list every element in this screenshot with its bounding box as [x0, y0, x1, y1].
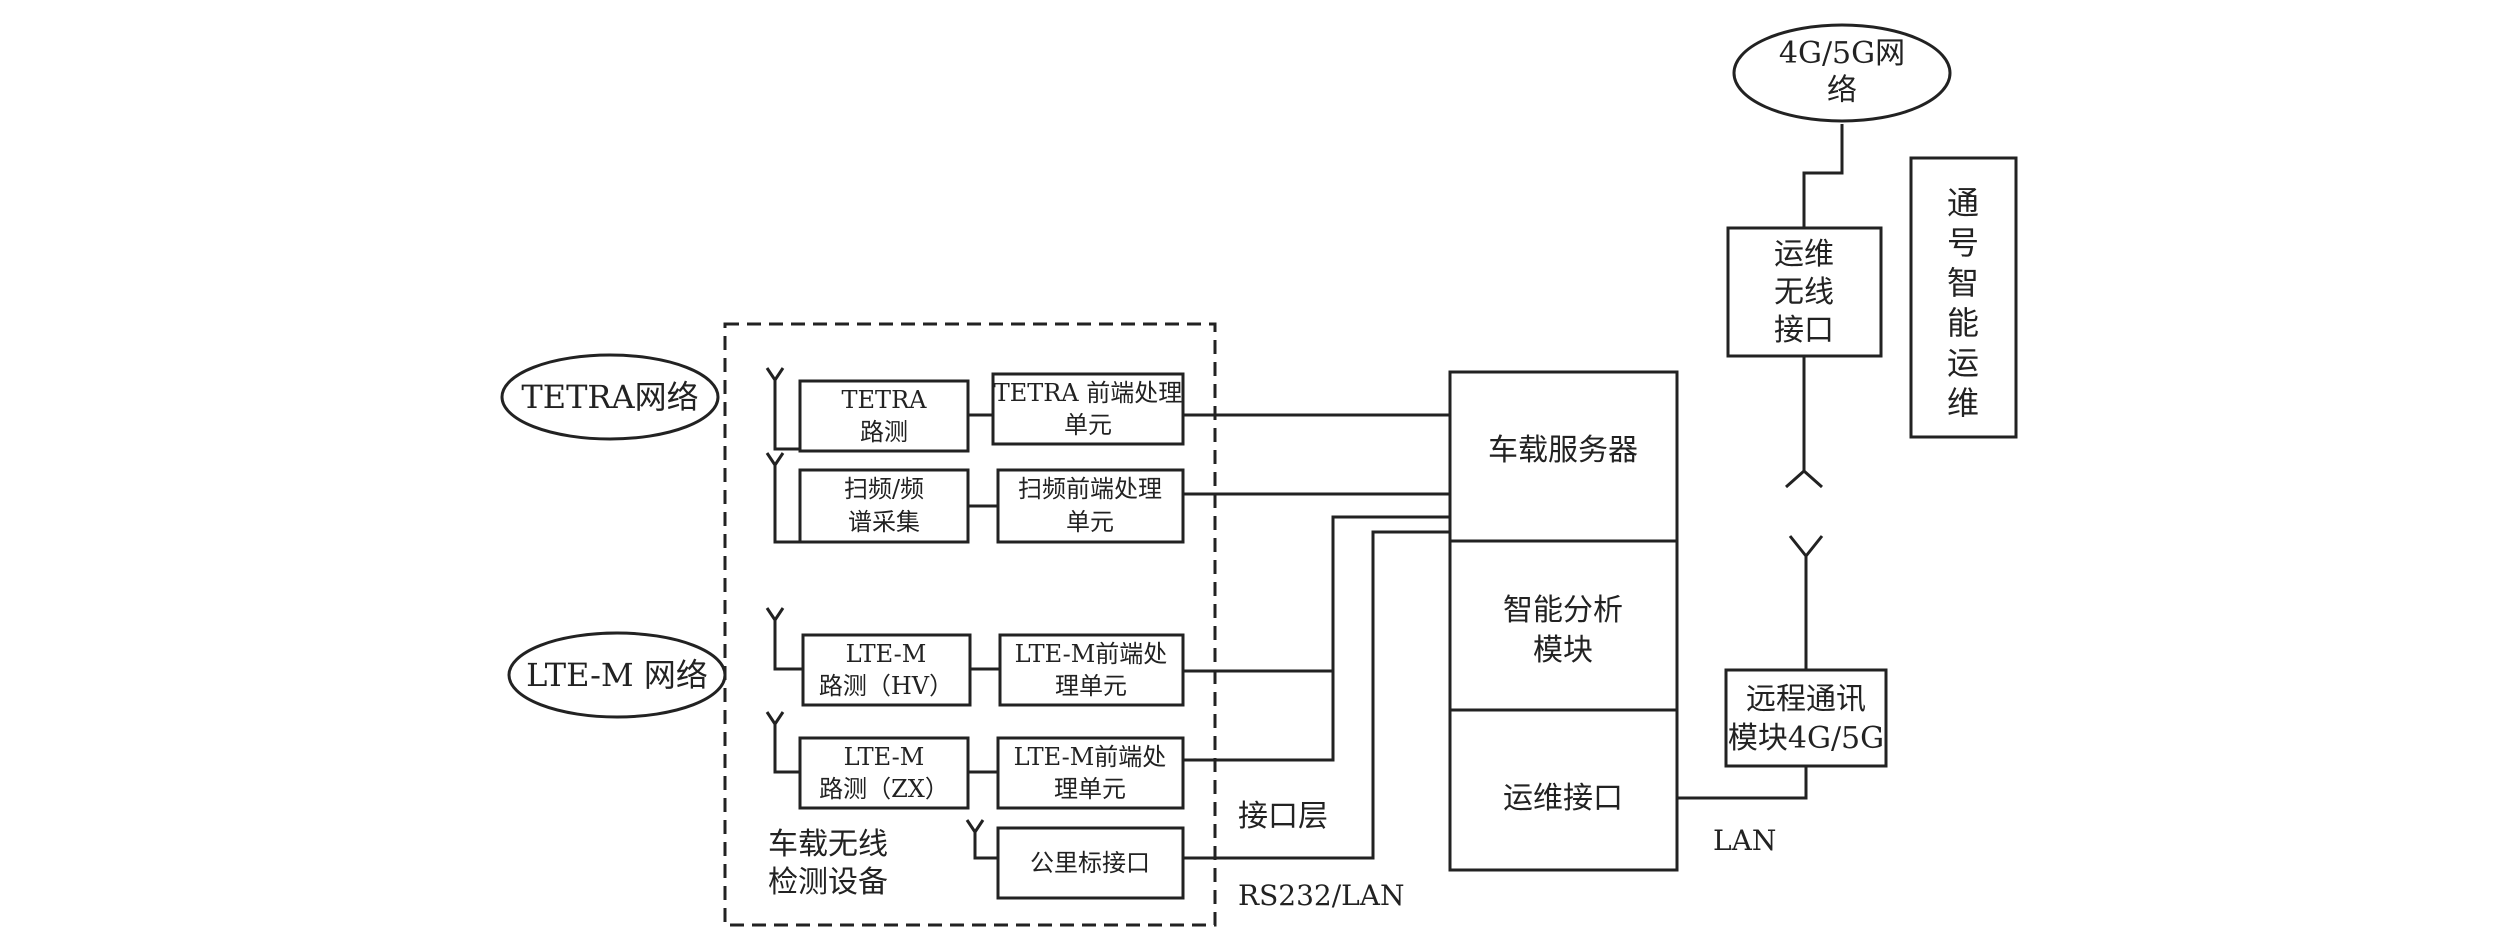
rs232-lan-label: RS232/LAN [1238, 879, 1404, 912]
module-ltem-hv-line1: LTE-M [846, 640, 927, 668]
signal-om-char-5: 运 [1947, 344, 1979, 382]
module-ltem-zx-line1: LTE-M [844, 743, 925, 771]
module-tetra-frontend: TETRA 前端处理 单元 [991, 372, 1185, 446]
module-ltem-hv-frontend-line2: 理单元 [1055, 672, 1127, 700]
module-ltem-hv-frontend: LTE-M前端处 理单元 [998, 633, 1185, 707]
device-boundary [723, 322, 1217, 927]
module-ltem-zx: LTE-M 路测（ZX） [798, 736, 970, 810]
network-ltem: LTE-M 网络 [507, 631, 727, 719]
om-wireless-line2: 无线 [1774, 275, 1834, 310]
vehicle-server-stack: 车载服务器 智能分析 模块 运维接口 [1448, 370, 1679, 872]
module-milestone-label: 公里标接口 [1030, 849, 1150, 877]
remote-comm-module: 远程通讯 模块4G/5G [1724, 668, 1888, 768]
device-label-line2: 检测设备 [768, 865, 888, 900]
network-ltem-label: LTE-M 网络 [526, 656, 708, 694]
lan-label: LAN [1713, 824, 1776, 857]
signal-om-char-1: 通 [1947, 184, 1979, 222]
module-scan-line1: 扫频/频 [844, 475, 924, 503]
module-ltem-zx-frontend-line2: 理单元 [1054, 775, 1126, 803]
module-tetra-frontend-line2: 单元 [1064, 411, 1112, 439]
module-scan-line2: 谱采集 [848, 508, 920, 536]
signal-om-char-2: 号 [1947, 224, 1979, 262]
module-milestone-interface: 公里标接口 [996, 826, 1185, 900]
analysis-module-line1: 智能分析 [1503, 593, 1623, 628]
network-tetra-label: TETRA网络 [521, 378, 698, 416]
om-interface-label: 运维接口 [1503, 781, 1623, 816]
module-ltem-hv-line2: 路测（HV） [819, 672, 953, 700]
signal-om-char-4: 能 [1947, 304, 1979, 342]
device-label-line1: 车载无线 [768, 827, 888, 862]
network-4g5g-label-line2: 络 [1827, 73, 1857, 108]
om-wireless-line1: 运维 [1774, 237, 1834, 272]
remote-comm-line1: 远程通讯 [1746, 682, 1866, 717]
analysis-module-line2: 模块 [1533, 633, 1593, 668]
module-tetra-test: TETRA 路测 [798, 379, 970, 453]
module-scan-frontend-line2: 单元 [1066, 508, 1114, 536]
module-scan-frontend-line1: 扫频前端处理 [1018, 475, 1162, 503]
module-scan-frontend: 扫频前端处理 单元 [996, 468, 1185, 544]
module-ltem-hv: LTE-M 路测（HV） [801, 633, 972, 707]
network-4g5g: 4G/5G网 络 [1732, 23, 1952, 123]
module-ltem-hv-frontend-line1: LTE-M前端处 [1015, 640, 1168, 668]
vehicle-server-label: 车载服务器 [1488, 433, 1638, 468]
network-4g5g-label-line1: 4G/5G网 [1779, 36, 1905, 71]
module-tetra-test-line2: 路测 [860, 418, 908, 446]
om-wireless-line3: 接口 [1774, 313, 1834, 348]
module-ltem-zx-frontend: LTE-M前端处 理单元 [996, 736, 1185, 810]
interface-layer-label: 接口层 [1238, 799, 1328, 834]
module-ltem-zx-frontend-line1: LTE-M前端处 [1014, 743, 1167, 771]
module-ltem-zx-line2: 路测（ZX） [819, 775, 949, 803]
connection-lines [765, 124, 1920, 860]
module-scan: 扫频/频 谱采集 [798, 468, 970, 544]
module-tetra-test-line1: TETRA [842, 386, 928, 414]
network-tetra: TETRA网络 [500, 353, 720, 441]
om-wireless-interface: 运维 无线 接口 [1726, 226, 1883, 358]
remote-comm-line2: 模块4G/5G [1728, 721, 1884, 756]
signal-om-char-6: 维 [1947, 384, 1979, 422]
module-tetra-frontend-line1: TETRA 前端处理 [994, 379, 1183, 407]
signal-om-system: 通 号 智 能 运 维 [1909, 156, 2018, 439]
signal-om-char-3: 智 [1947, 264, 1979, 302]
